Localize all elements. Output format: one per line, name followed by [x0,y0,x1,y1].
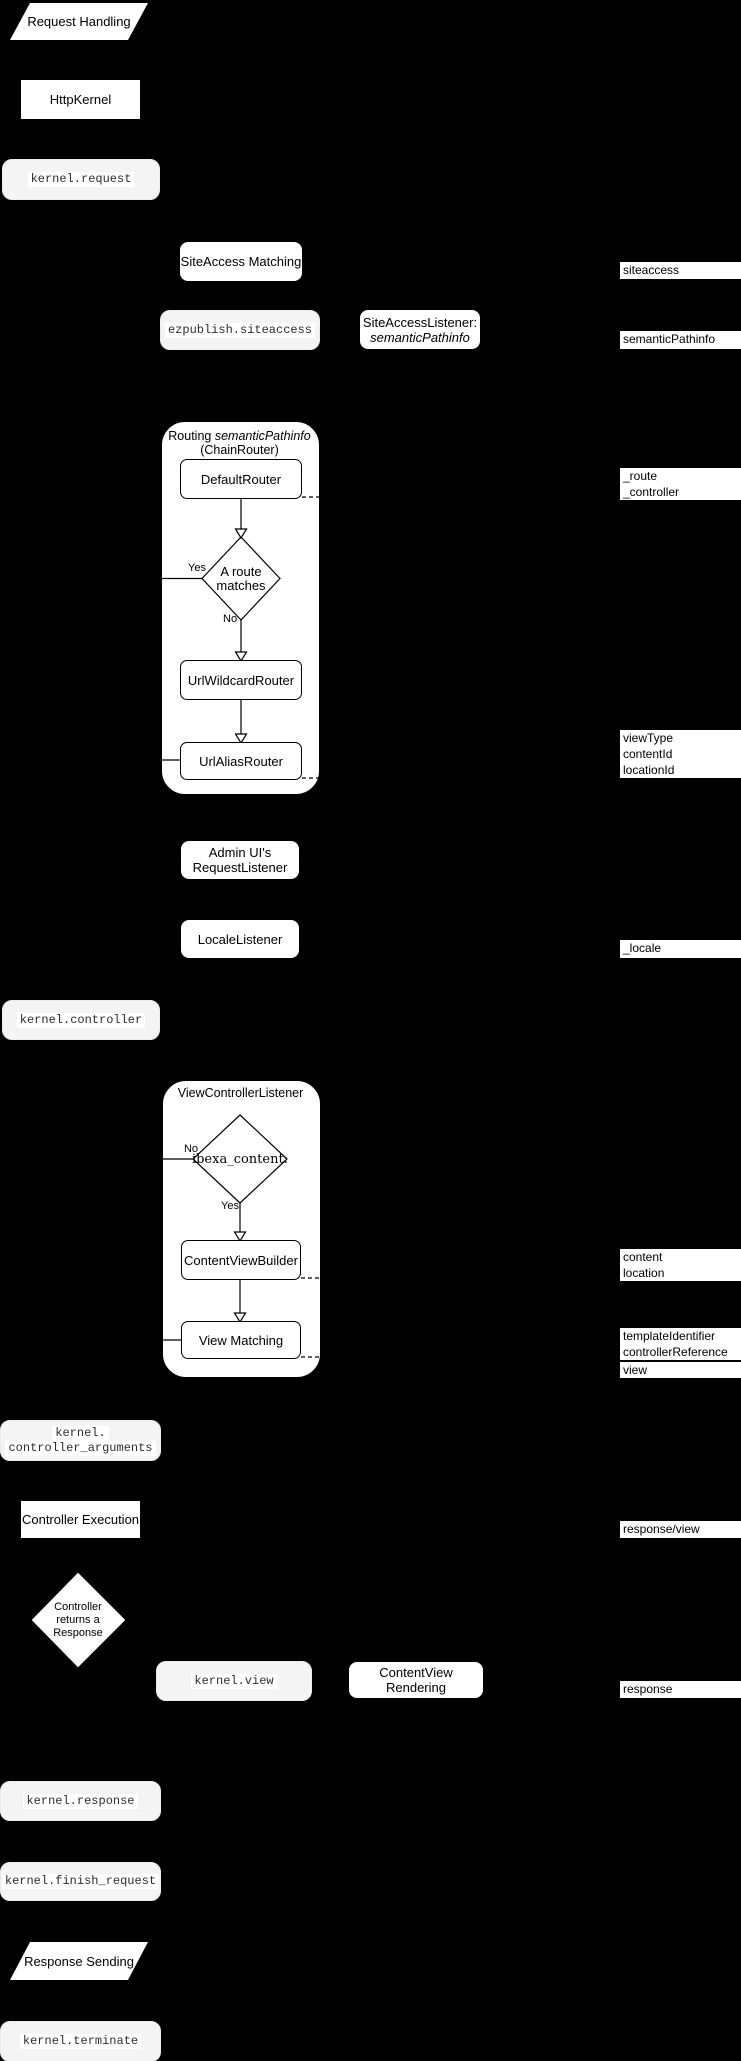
param-route: _route [623,469,658,483]
route-matches-yes-label: Yes [188,562,206,574]
ezpublish-siteaccess-label: ezpublish.siteaccess [164,322,316,338]
response-sending-node: Response Sending [10,1942,148,1980]
request-handling-start: Request Handling [10,3,148,40]
siteaccess-listener-line1: SiteAccessListener: [362,314,478,330]
view-controller-listener-title: ViewControllerListener [177,1086,304,1100]
view-matching-node: View Matching [181,1321,301,1359]
request-handling-label: Request Handling [27,14,131,29]
param-bar-siteaccess: siteaccess [620,262,741,279]
response-sending-label: Response Sending [24,1953,134,1969]
arrowhead [233,1231,247,1243]
default-router-node: DefaultRouter [180,459,302,499]
controller-returns-response-text: Controller returns a Response [53,1600,103,1639]
default-router-label: DefaultRouter [200,471,282,487]
admin-ui-request-listener-node: Admin UI's RequestListener [181,841,299,879]
ezpublish-siteaccess-event: ezpublish.siteaccess [160,310,320,350]
kernel-finish-request-label: kernel.finish_request [1,1874,160,1889]
content-view-builder-node: ContentViewBuilder [181,1240,301,1280]
route-matches-no-label: No [223,613,238,625]
kernel-terminate-label: kernel.terminate [19,2034,142,2049]
param-bar-locale: _locale [620,940,741,958]
arrowhead [234,733,248,745]
decision-diamond-controller-returns-response [30,1571,127,1669]
content-view-builder-label: ContentViewBuilder [184,1252,298,1268]
routing-arrows [162,496,321,779]
content-view-rendering-label: ContentView Rendering [379,1665,453,1695]
ibexa-content-yes-label: Yes [221,1200,239,1212]
arrowhead [234,651,248,663]
kernel-controller-arguments-line1: kernel. [52,1425,109,1441]
kernel-request-event: kernel.request [2,159,160,200]
siteaccess-matching-node: SiteAccess Matching [180,242,302,281]
param-bar-semantic-pathinfo: semanticPathinfo [620,331,741,349]
param-view-type: viewType [623,731,674,745]
controller-execution-label: Controller Execution [21,1512,140,1527]
url-wildcard-router-node: UrlWildcardRouter [180,660,302,700]
param-content-id: contentId [623,747,673,761]
kernel-terminate-event: kernel.terminate [0,2021,161,2061]
param-bar-response: response [620,1681,741,1698]
content-view-rendering-node: ContentView Rendering [349,1662,483,1698]
param-bar-content-location: content location [620,1249,741,1281]
locale-listener-node: LocaleListener [181,920,299,958]
arrowhead [234,528,248,540]
http-kernel-node: HttpKernel [21,80,140,119]
kernel-controller-event: kernel.controller [2,1000,160,1040]
param-controller-reference: controllerReference [623,1345,728,1359]
param-location: location [623,1266,665,1280]
url-alias-router-node: UrlAliasRouter [180,742,302,780]
param-location-id: locationId [623,763,675,777]
siteaccess-listener-node: SiteAccessListener: semanticPathinfo [360,310,480,349]
kernel-controller-label: kernel.controller [16,1012,146,1028]
param-response-view: response/view [623,1522,700,1536]
kernel-response-event: kernel.response [0,1781,161,1821]
param-controller: _controller [623,485,680,499]
http-kernel-label: HttpKernel [49,92,112,107]
routing-container-title: Routing semanticPathinfo (ChainRouter) [163,429,316,457]
param-bar-response-view: response/view [620,1521,741,1538]
kernel-view-event: kernel.view [156,1661,312,1701]
routing-title-line2: (ChainRouter) [200,443,279,457]
kernel-controller-arguments-event: kernel. controller_arguments [0,1420,161,1461]
param-semantic-pathinfo: semanticPathinfo [623,332,716,346]
siteaccess-listener-line2: semanticPathinfo [370,329,470,345]
param-bar-view: view [620,1362,741,1378]
param-view: view [623,1363,648,1377]
admin-ui-line2: RequestListener [192,860,288,875]
kernel-response-label: kernel.response [23,1793,138,1809]
param-template-identifier: templateIdentifier [623,1329,716,1343]
url-wildcard-router-label: UrlWildcardRouter [187,672,295,688]
kernel-view-label: kernel.view [191,1673,277,1689]
param-bar-view-params: viewType contentId locationId [620,730,741,778]
param-siteaccess: siteaccess [623,263,680,277]
ibexa-content-no-label: No [183,1143,198,1155]
kernel-request-label: kernel.request [27,172,135,187]
url-alias-router-label: UrlAliasRouter [199,753,283,769]
param-response: response [623,1682,673,1696]
siteaccess-matching-label: SiteAccess Matching [180,254,302,269]
arrowhead [233,1312,247,1324]
view-matching-label: View Matching [198,1332,284,1348]
admin-ui-line1: Admin UI's [208,845,272,860]
kernel-finish-request-event: kernel.finish_request [0,1862,161,1901]
param-bar-template-controller: templateIdentifier controllerReference [620,1328,741,1360]
controller-execution-node: Controller Execution [21,1501,140,1538]
view-controller-arrows [163,1114,322,1358]
locale-listener-label: LocaleListener [197,931,283,947]
routing-title-line1: Routing semanticPathinfo [168,429,311,443]
param-locale: _locale [623,941,662,955]
param-content: content [623,1250,663,1264]
param-bar-route-controller: _route _controller [620,468,741,500]
route-matches-decision-text: A route matches [216,564,266,593]
kernel-controller-arguments-line2: controller_arguments [5,1440,156,1456]
ibexa-content-decision-text: ibexa_content: [191,1151,289,1167]
